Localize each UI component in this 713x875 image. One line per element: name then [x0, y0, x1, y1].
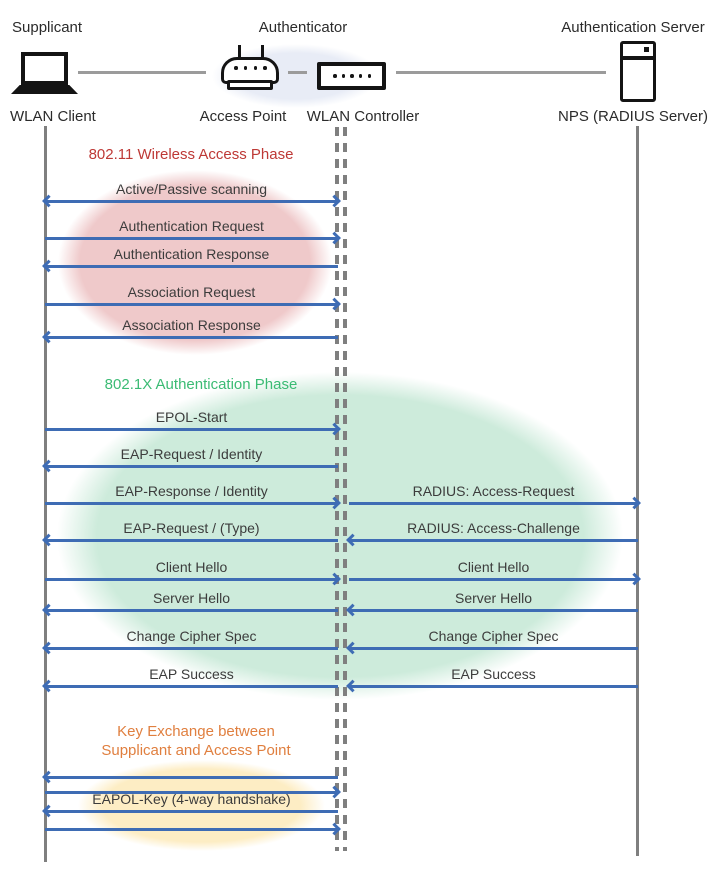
message-arrow [349, 572, 641, 586]
authenticator-role-label: Authenticator [258, 19, 348, 36]
message-label: Active/Passive scanning [116, 181, 267, 197]
message-arrow [45, 231, 341, 245]
phase2-title: 802.1X Authentication Phase [104, 376, 298, 393]
phase3-title-line2: Supplicant and Access Point [101, 742, 291, 759]
message-arrow [42, 330, 338, 344]
message-label: Server Hello [152, 590, 231, 606]
wlan-controller-label: WLAN Controller [306, 108, 420, 125]
server-led-icon [644, 47, 649, 52]
controller-leds-icon [333, 74, 371, 78]
message-arrow [45, 572, 341, 586]
message-label: RADIUS: Access-Request [412, 483, 575, 499]
message-label: RADIUS: Access-Challenge [407, 520, 580, 536]
access-point-leds-icon [234, 66, 267, 70]
server-icon [620, 41, 656, 102]
message-arrow [349, 496, 641, 510]
message-label: EPOL-Start [155, 409, 228, 425]
message-arrow [45, 496, 341, 510]
message-label: EAP-Request / (Type) [123, 520, 260, 536]
authentication-phase-ellipse [57, 372, 623, 700]
client-ap-link-line [78, 71, 206, 74]
message-label: EAP Success [451, 666, 536, 682]
message-arrow [42, 641, 338, 655]
message-arrow [346, 641, 638, 655]
message-arrow [42, 603, 338, 617]
message-label: EAP Success [149, 666, 234, 682]
message-label: Change Cipher Spec [126, 628, 257, 644]
message-label: EAP-Response / Identity [115, 483, 268, 499]
message-arrow [45, 297, 341, 311]
controller-server-link-line [396, 71, 606, 74]
message-label: Client Hello [457, 559, 530, 575]
laptop-base-icon [11, 85, 78, 94]
supplicant-role-label: Supplicant [12, 19, 83, 36]
client-lifeline [44, 126, 47, 862]
message-label: Authentication Request [119, 218, 264, 234]
message-arrow [346, 603, 638, 617]
message-arrow [42, 194, 341, 208]
laptop-icon [21, 52, 68, 85]
message-label: EAP-Request / Identity [120, 446, 263, 462]
phase1-title: 802.11 Wireless Access Phase [88, 146, 294, 163]
wlan-client-label: WLAN Client [10, 108, 96, 125]
message-arrow [45, 422, 341, 436]
access-point-label: Access Point [199, 108, 287, 125]
message-label: EAPOL-Key (4-way handshake) [92, 791, 291, 807]
phase3-title-line1: Key Exchange between [117, 723, 275, 740]
message-label: Association Response [122, 317, 261, 333]
phase3-title: Key Exchange between Supplicant and Acce… [101, 722, 290, 760]
message-arrow [346, 533, 638, 547]
message-label: Client Hello [155, 559, 228, 575]
authentication-server-role-label: Authentication Server [561, 19, 705, 36]
access-point-base-icon [227, 80, 273, 90]
antenna-icon [261, 45, 264, 59]
message-arrow [42, 679, 338, 693]
server-panel-line-icon [622, 56, 654, 60]
message-label: Change Cipher Spec [428, 628, 559, 644]
radius-server-label: NPS (RADIUS Server) [557, 108, 709, 125]
access-point-lifeline [335, 127, 339, 851]
message-label: Association Request [127, 284, 256, 300]
antenna-icon [238, 45, 241, 59]
server-lifeline [636, 126, 639, 856]
message-label: Server Hello [454, 590, 533, 606]
message-arrow [42, 770, 338, 784]
message-arrow [42, 259, 338, 273]
message-arrow [42, 459, 338, 473]
message-arrow [42, 804, 338, 818]
ap-controller-link-line [288, 71, 307, 74]
key-exchange-phase-ellipse [78, 760, 325, 851]
message-arrow [42, 533, 338, 547]
message-arrow [45, 785, 341, 799]
message-label: Authentication Response [113, 246, 270, 262]
controller-lifeline [343, 127, 347, 851]
message-arrow [346, 679, 638, 693]
message-arrow [45, 822, 341, 836]
